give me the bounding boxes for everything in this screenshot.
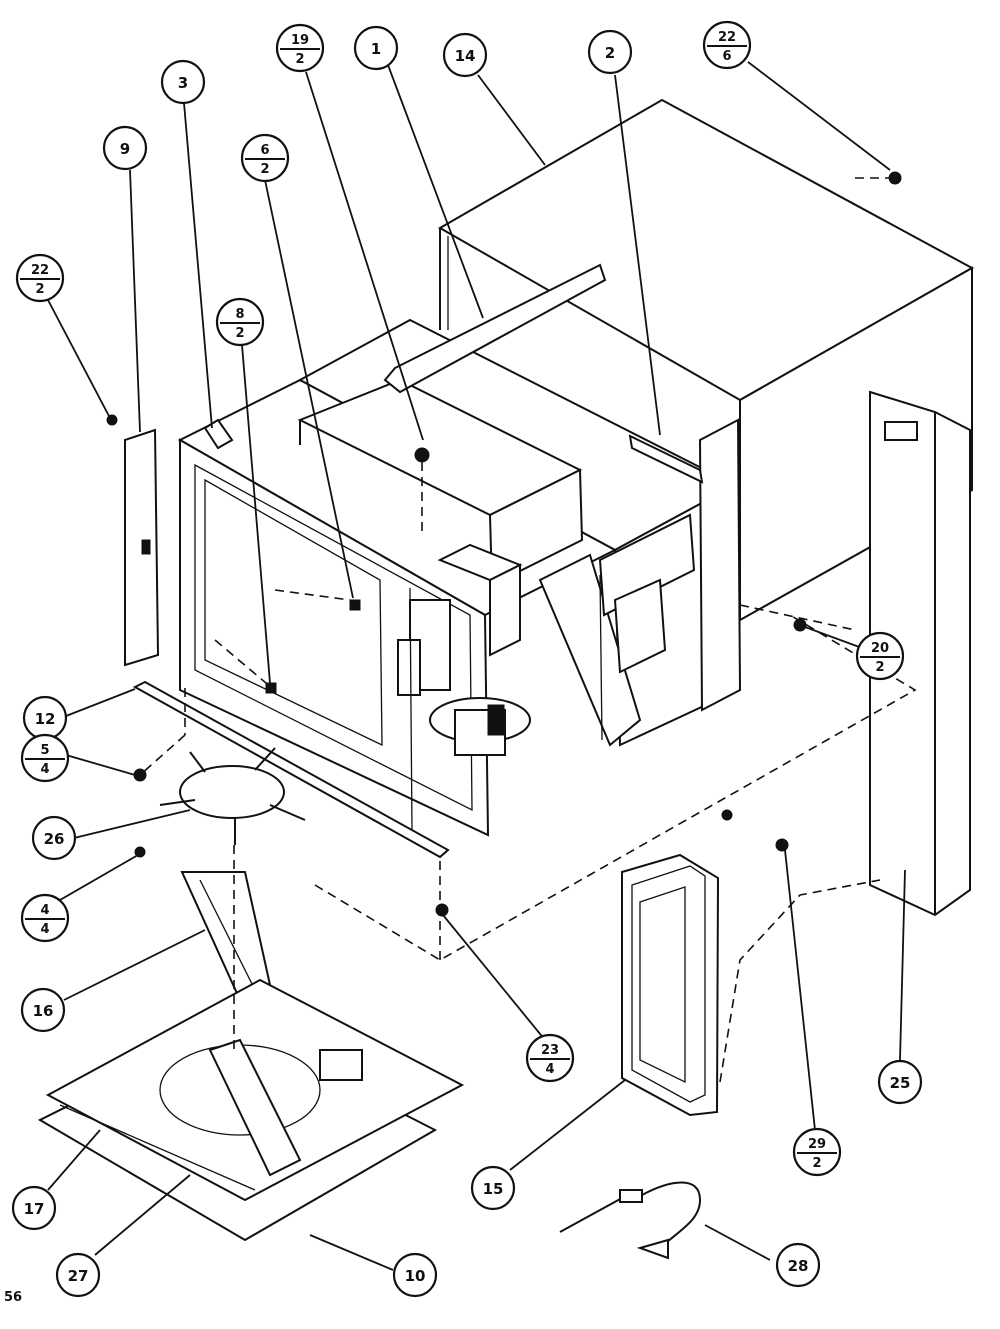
callout-27: 27 — [55, 1252, 101, 1298]
callout-20-2: 20 2 — [855, 631, 905, 681]
svg-text:2: 2 — [260, 162, 269, 177]
svg-text:22: 22 — [718, 30, 736, 45]
svg-text:10: 10 — [405, 1267, 426, 1285]
svg-text:20: 20 — [871, 641, 889, 656]
svg-text:2: 2 — [875, 660, 884, 675]
callout-25: 25 — [877, 1059, 923, 1105]
svg-text:5: 5 — [40, 743, 49, 758]
door-assembly — [621, 853, 720, 1117]
hidden-lines — [139, 177, 917, 1083]
svg-text:17: 17 — [24, 1200, 45, 1218]
base-assembly — [37, 978, 465, 1242]
svg-text:2: 2 — [812, 1156, 821, 1171]
side-parts — [106, 171, 902, 917]
svg-text:16: 16 — [33, 1002, 54, 1020]
callout-23-4: 23 4 — [525, 1033, 575, 1083]
callout-bubbles: 1 2 3 9 10 12 14 15 16 17 25 26 27 28 — [11, 25, 923, 1298]
leader-lines — [47, 61, 906, 1271]
svg-text:6: 6 — [722, 49, 731, 64]
callout-19-2: 19 2 — [275, 23, 325, 73]
svg-text:1: 1 — [371, 40, 381, 58]
page-code: 56 — [4, 1290, 23, 1305]
svg-text:28: 28 — [788, 1257, 809, 1275]
svg-text:4: 4 — [40, 762, 49, 777]
callout-12: 12 — [22, 695, 68, 741]
callout-28: 28 — [775, 1242, 821, 1288]
svg-text:2: 2 — [605, 44, 615, 62]
callout-14: 14 — [442, 32, 488, 78]
callout-29-2: 29 2 — [792, 1127, 842, 1177]
callout-8-2: 8 2 — [215, 297, 265, 347]
svg-text:14: 14 — [455, 47, 476, 65]
svg-text:27: 27 — [68, 1267, 89, 1285]
svg-text:4: 4 — [40, 922, 49, 937]
svg-text:25: 25 — [890, 1074, 911, 1092]
callout-15: 15 — [470, 1165, 516, 1211]
callout-10: 10 — [392, 1252, 438, 1298]
callout-4-4: 4 4 — [20, 893, 70, 943]
svg-text:15: 15 — [483, 1180, 504, 1198]
callout-9: 9 — [102, 125, 148, 171]
svg-text:26: 26 — [44, 830, 65, 848]
svg-text:4: 4 — [40, 903, 49, 918]
svg-text:6: 6 — [260, 143, 269, 158]
svg-text:22: 22 — [31, 263, 49, 278]
callout-26: 26 — [31, 815, 77, 861]
callout-2: 2 — [587, 29, 633, 75]
svg-text:9: 9 — [120, 140, 130, 158]
svg-text:29: 29 — [808, 1137, 826, 1152]
probe — [559, 1181, 702, 1260]
svg-text:2: 2 — [295, 52, 304, 67]
control-panel-assembly — [869, 390, 971, 917]
oven-chassis — [177, 263, 742, 837]
svg-text:23: 23 — [541, 1043, 559, 1058]
callout-1: 1 — [353, 25, 399, 71]
svg-text:2: 2 — [35, 282, 44, 297]
callout-3: 3 — [160, 59, 206, 105]
svg-text:12: 12 — [35, 710, 56, 728]
callout-22-6: 22 6 — [702, 20, 752, 70]
svg-text:4: 4 — [545, 1062, 554, 1077]
svg-text:2: 2 — [235, 326, 244, 341]
svg-text:3: 3 — [178, 74, 188, 92]
callout-17: 17 — [11, 1185, 57, 1231]
callout-5-4: 5 4 — [20, 733, 70, 783]
stirrer-assembly — [159, 747, 306, 1002]
svg-text:8: 8 — [235, 307, 244, 322]
outer-cabinet — [437, 98, 975, 622]
fraction-callouts: 19 2 6 2 8 2 22 6 22 2 20 2 5 4 — [15, 20, 905, 1177]
svg-text:19: 19 — [291, 33, 309, 48]
callout-6-2: 6 2 — [240, 133, 290, 183]
callout-22-2: 22 2 — [15, 253, 65, 303]
callout-16: 16 — [20, 987, 66, 1033]
